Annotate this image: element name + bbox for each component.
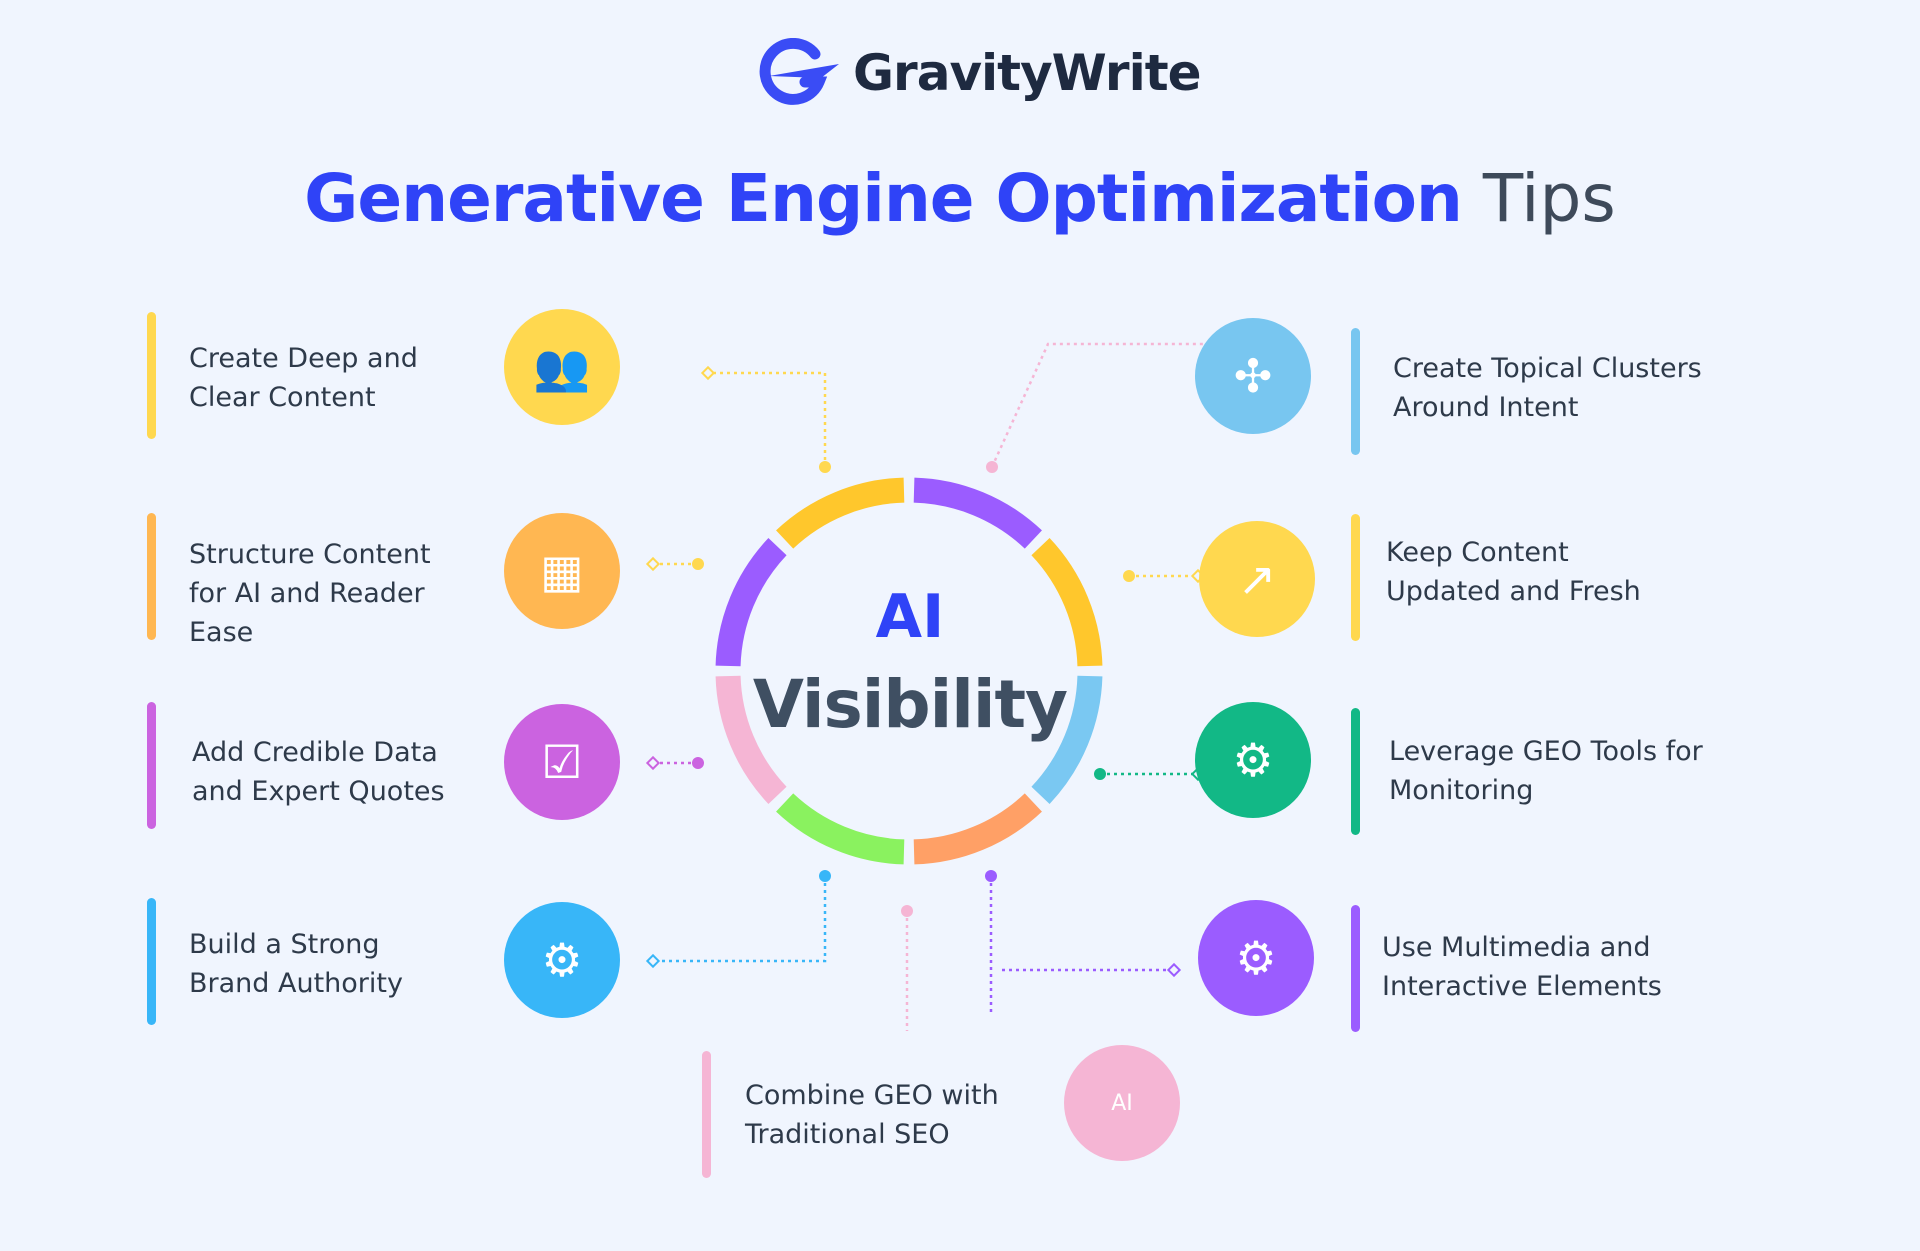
connector-line (990, 342, 1222, 468)
tip-accent-bar (147, 513, 156, 640)
growth-chart-icon: ↗ (1199, 521, 1315, 637)
tip-accent-bar (1351, 328, 1360, 455)
gear-hierarchy-icon: ⚙ (1195, 702, 1311, 818)
tip-label-line: Use Multimedia and (1382, 932, 1651, 963)
connector-line (653, 876, 827, 963)
tip-label-line: Add Credible Data (192, 737, 438, 768)
center-title-visibility: Visibility (752, 666, 1068, 743)
ring-segment (913, 477, 1042, 549)
tip-label-line: Clear Content (189, 382, 376, 413)
tip-label-line: Traditional SEO (745, 1119, 950, 1150)
ai-chip-icon: AI (1064, 1045, 1180, 1161)
ring-segment (1031, 675, 1103, 804)
tip-accent-bar (1351, 708, 1360, 835)
connector-dot (819, 461, 831, 473)
gravitywrite-logo-icon (759, 38, 839, 105)
connector-diamond (645, 953, 661, 969)
connector-diamond (645, 556, 661, 572)
tip-label-line: Around Intent (1393, 392, 1579, 423)
calendar-icon: ▦ (504, 513, 620, 629)
connector-dot (692, 558, 704, 570)
logo-text: GravityWrite (853, 44, 1202, 102)
title-highlight: Generative Engine Optimization (304, 160, 1463, 237)
tip-label-line: and Expert Quotes (192, 776, 445, 807)
tip-label-line: Monitoring (1389, 775, 1534, 806)
team-icon: 👥 (504, 309, 620, 425)
gear-hierarchy-icon: ⚙ (1198, 900, 1314, 1016)
tip-label-line: Interactive Elements (1382, 971, 1662, 1002)
cluster-icon: ✣ (1195, 318, 1311, 434)
tip-accent-bar (1351, 905, 1360, 1032)
connector-diamond (1166, 962, 1182, 978)
connector-diamond (700, 365, 716, 381)
tip-label-line: Combine GEO with (745, 1080, 999, 1111)
connector-dot (1123, 570, 1135, 582)
ring-segment (913, 793, 1042, 865)
tip-accent-bar (147, 702, 156, 829)
tip-label-line: Create Topical Clusters (1393, 353, 1702, 384)
ring-segment (715, 538, 787, 667)
tip-label-line: Create Deep and (189, 343, 418, 374)
tip-label-line: for AI and Reader (189, 578, 425, 609)
tip-label-line: Build a Strong (189, 929, 380, 960)
connector-dot (986, 461, 998, 473)
tip-label-line: Structure Content (189, 539, 431, 570)
connector-dot (901, 905, 913, 917)
network-icon: ⚙ (504, 902, 620, 1018)
ring-segment (776, 477, 905, 549)
tip-accent-bar (147, 898, 156, 1025)
tip-label-line: Leverage GEO Tools for (1389, 736, 1703, 767)
connector-diamond (645, 755, 661, 771)
ring-segment (1031, 538, 1103, 667)
connector-dot (985, 870, 997, 882)
title-suffix: Tips (1461, 160, 1616, 237)
tip-label: Add Credible Data and Expert Quotes (192, 733, 445, 811)
tip-label-line: Ease (189, 617, 254, 648)
tip-accent-bar (1351, 514, 1360, 641)
tip-label-line: Brand Authority (189, 968, 403, 999)
tip-accent-bar (702, 1051, 711, 1178)
ring-segment (776, 793, 905, 865)
document-checklist-icon: ☑ (504, 704, 620, 820)
tip-accent-bar (147, 312, 156, 439)
tip-label-line: Keep Content (1386, 537, 1569, 568)
page-title: Generative Engine Optimization Tips (0, 160, 1920, 237)
tip-label-line: Updated and Fresh (1386, 576, 1641, 607)
logo: GravityWrite (757, 38, 1202, 108)
ring-segment (715, 675, 787, 804)
connector-dot (819, 870, 831, 882)
center-title-ai: AI (875, 582, 945, 652)
connector-dot (692, 757, 704, 769)
connector-line (708, 371, 827, 467)
connector-dot (1094, 768, 1106, 780)
